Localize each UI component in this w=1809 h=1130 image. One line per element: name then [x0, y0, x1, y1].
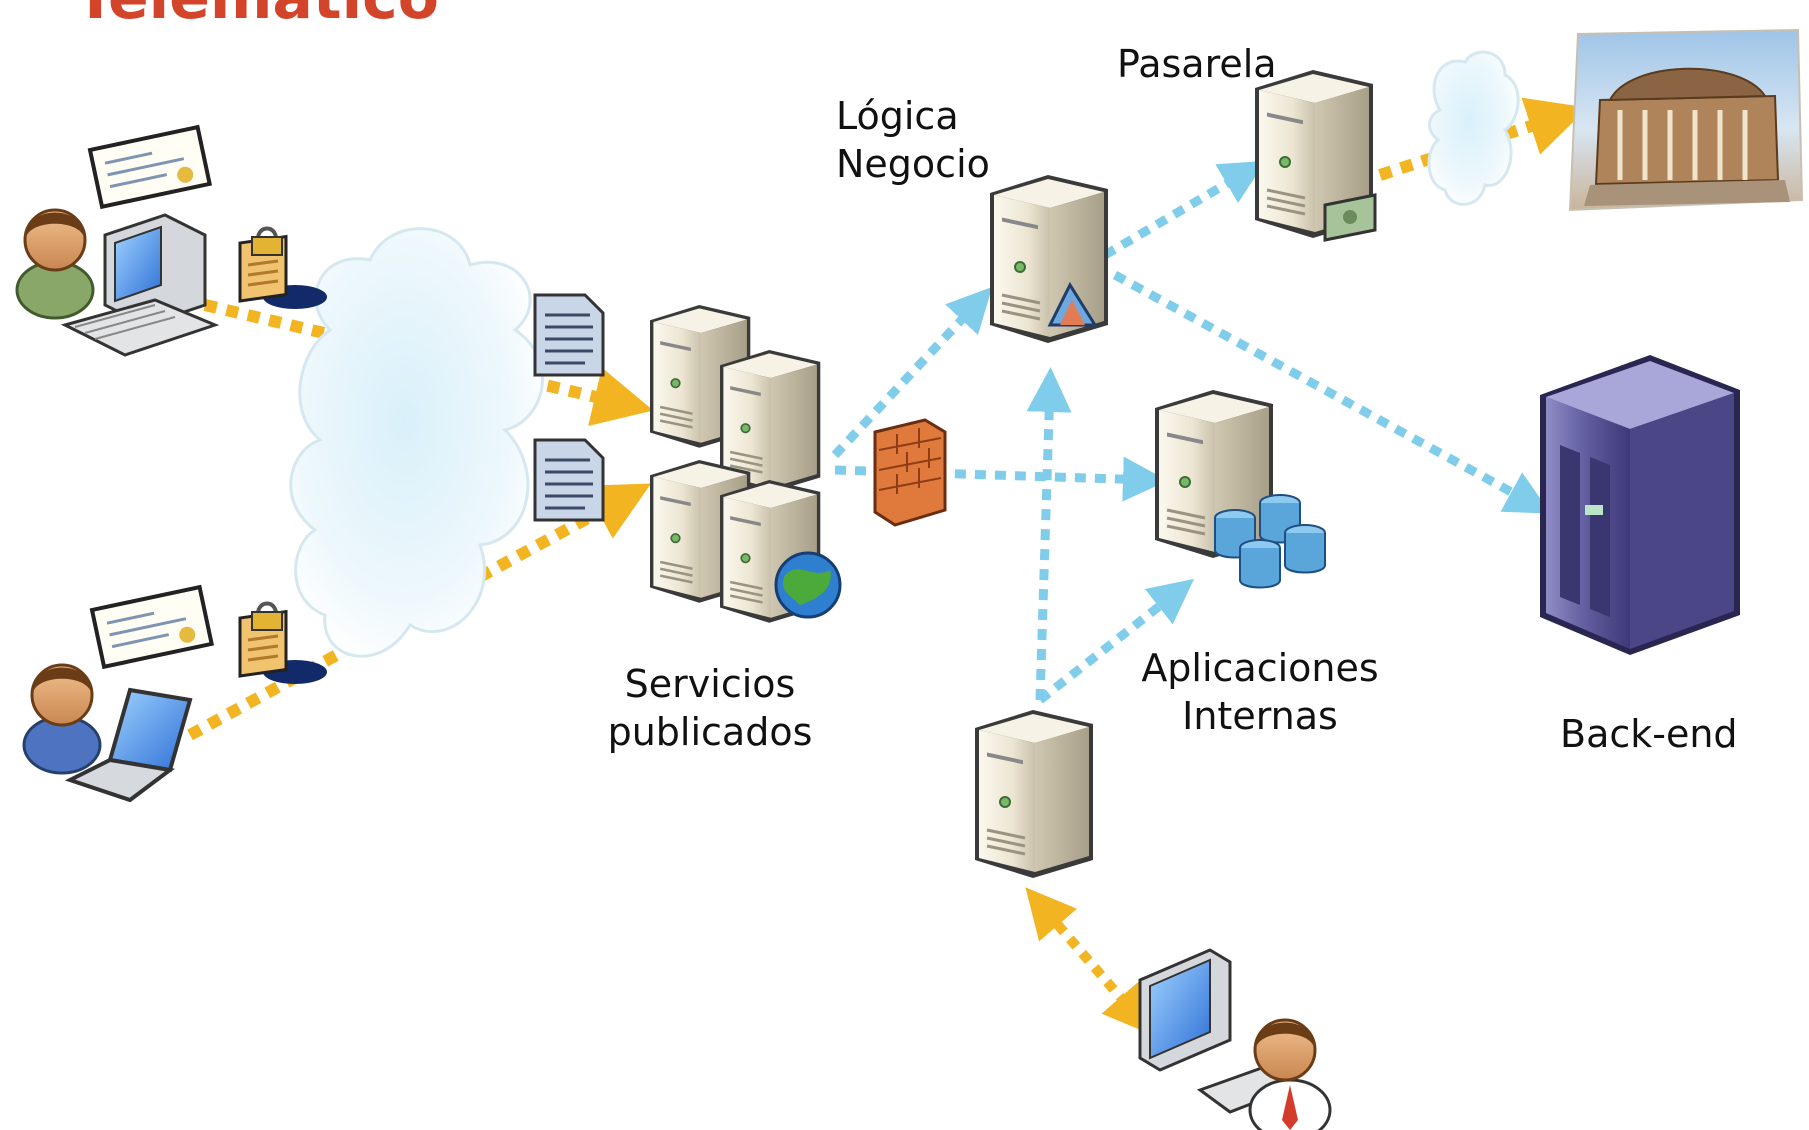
- padlock-icon: [238, 226, 327, 309]
- certificate-icon: [89, 584, 215, 670]
- label-back-end-text: Back-end: [1560, 712, 1738, 756]
- flow-user1-to-services: [203, 299, 654, 426]
- label-servicios-line1: Servicios: [624, 662, 796, 706]
- money-card-icon: [1323, 193, 1377, 242]
- building-icon: [1568, 28, 1804, 212]
- label-servicios-publicados: Servicios publicados: [600, 660, 820, 756]
- laptop-icon: [64, 687, 193, 803]
- server-icon: [988, 173, 1110, 345]
- server-icon: [973, 708, 1095, 880]
- user-icon: [15, 208, 95, 320]
- user-desktop-group: [15, 124, 327, 357]
- flow-services-to-apps: [834, 456, 1168, 502]
- flow-vertical-to-logic: [1026, 367, 1072, 701]
- label-aplicaciones-line1: Aplicaciones: [1141, 646, 1379, 690]
- server-cluster-icon: [648, 303, 842, 625]
- padlock-icon: [238, 601, 327, 684]
- certificate-icon: [87, 124, 213, 210]
- label-back-end: Back-end: [1560, 710, 1738, 758]
- label-servicios-line2: publicados: [607, 710, 813, 754]
- flow-logic-to-gateway: [1102, 160, 1266, 259]
- flow-internal-user: [1025, 887, 1154, 1036]
- label-logica-line2: Negocio: [836, 142, 990, 186]
- user-icon: [1248, 1018, 1332, 1130]
- server-icon: [1253, 68, 1377, 242]
- user-laptop-group: [22, 584, 327, 803]
- label-logica-line1: Lógica: [836, 94, 959, 138]
- flow-services-to-logic: [831, 286, 993, 459]
- firewall-icon: [873, 418, 947, 527]
- label-aplicaciones-line2: Internas: [1182, 694, 1338, 738]
- label-pasarela-text: Pasarela: [1117, 42, 1277, 86]
- label-pasarela: Pasarela: [1117, 40, 1277, 88]
- document-icon: [533, 293, 605, 377]
- workstation-icon: [1138, 948, 1332, 1130]
- document-icon: [533, 438, 605, 522]
- globe-icon: [774, 551, 842, 619]
- label-aplicaciones-internas: Aplicaciones Internas: [1120, 644, 1400, 740]
- desktop-computer-icon: [60, 213, 220, 357]
- user-icon: [22, 663, 102, 775]
- cloud-icon: [1427, 50, 1520, 206]
- label-logica-negocio: Lógica Negocio: [836, 92, 990, 188]
- page-title-fragment: Telemático: [75, 0, 439, 28]
- database-icon: [1214, 494, 1326, 589]
- cloud-icon: [289, 227, 544, 658]
- mainframe-icon: [1540, 355, 1740, 655]
- flow-internal-to-apps: [1037, 578, 1195, 704]
